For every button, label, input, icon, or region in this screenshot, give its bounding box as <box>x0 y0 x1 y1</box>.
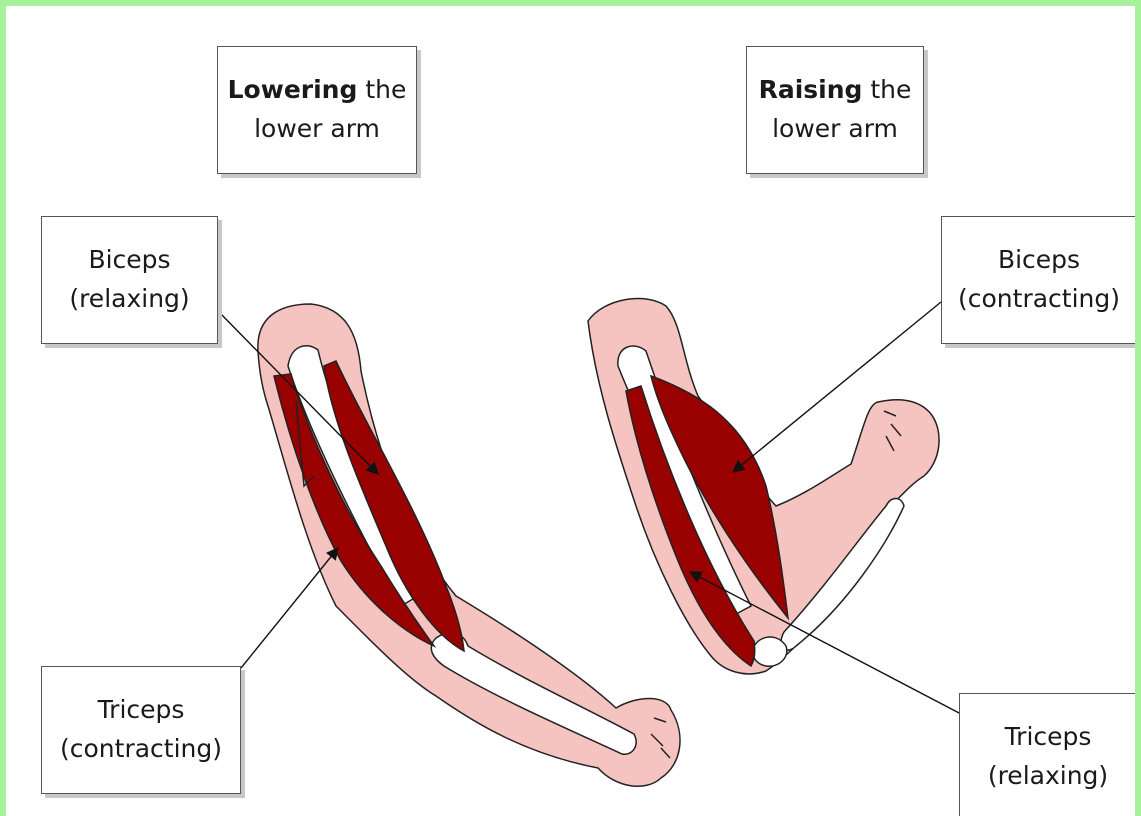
title-raising-rest: the <box>862 75 911 104</box>
label-biceps-contracting: Biceps (contracting) <box>941 216 1137 344</box>
title-raising-box: Raising the lower arm <box>746 46 924 174</box>
leader-line-triceps-contracting <box>241 548 338 668</box>
title-lowering-box: Lowering the lower arm <box>217 46 417 174</box>
title-lowering-rest: the <box>357 75 406 104</box>
label-biceps-contracting-line2: (contracting) <box>958 280 1120 319</box>
label-triceps-relaxing-line1: Triceps <box>1005 718 1092 757</box>
label-biceps-relaxing: Biceps (relaxing) <box>41 216 218 344</box>
label-biceps-contracting-line1: Biceps <box>998 241 1080 280</box>
label-biceps-relaxing-line1: Biceps <box>88 241 170 280</box>
label-biceps-relaxing-line2: (relaxing) <box>69 280 189 319</box>
title-lowering-line1: Lowering the <box>228 71 407 110</box>
title-lowering-emphasis: Lowering <box>228 75 358 104</box>
label-triceps-relaxing-line2: (relaxing) <box>988 757 1108 796</box>
label-triceps-contracting-line1: Triceps <box>98 691 185 730</box>
bent-arm-elbow-joint <box>753 637 787 666</box>
title-lowering-line2: lower arm <box>254 110 380 149</box>
title-raising-line2: lower arm <box>772 110 898 149</box>
title-raising-emphasis: Raising <box>759 75 863 104</box>
label-triceps-relaxing: Triceps (relaxing) <box>959 693 1137 816</box>
label-triceps-contracting-line2: (contracting) <box>60 730 222 769</box>
bent-arm <box>588 299 939 674</box>
title-raising-line1: Raising the <box>759 71 912 110</box>
label-triceps-contracting: Triceps (contracting) <box>41 666 241 794</box>
